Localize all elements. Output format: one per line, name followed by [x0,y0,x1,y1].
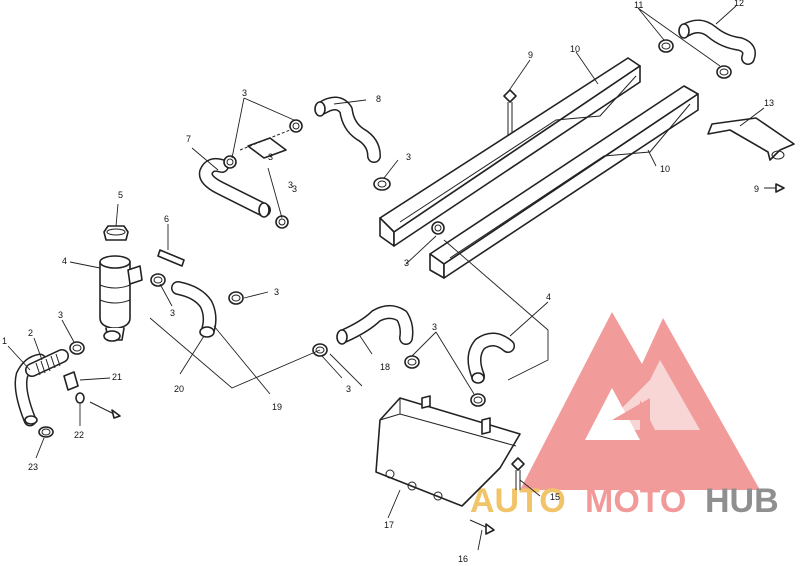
callout-11: 11 [634,0,643,10]
callout-3: 3 [242,88,247,98]
hose-18 [336,305,414,345]
callout-3: 3 [432,322,437,332]
clamp-3-c [228,291,244,305]
clamp-3-a [69,341,85,355]
clamp-3-g [373,177,391,191]
clamp-3-f [289,119,303,133]
callout-13: 13 [764,98,774,108]
hose-4 [467,332,515,384]
hose-12 [678,19,756,65]
callout-3: 3 [274,287,279,297]
callout-20: 20 [174,384,184,394]
callout-12: 12 [734,0,744,8]
callout-4: 4 [62,256,67,266]
callout-labels: 1 2 3 3 3 3 3 3 3 3 3 3 3 4 4 5 6 7 8 9 … [2,0,774,564]
callout-22: 22 [74,430,84,440]
callout-3: 3 [288,180,293,190]
clamp-11-a [658,39,674,53]
oil-tank-4 [99,255,143,342]
watermark-hub: HUB [705,482,779,520]
bolt-16 [469,519,495,535]
callout-10: 10 [570,44,580,54]
callout-2: 2 [28,328,33,338]
heat-shield-17 [375,395,521,507]
callout-21: 21 [112,372,122,382]
callout-6: 6 [164,214,169,224]
clamp-3-e [275,215,289,229]
hose-20 [171,281,217,338]
bracket-13 [707,117,795,161]
callout-19: 19 [272,402,282,412]
clamp-23 [38,426,54,438]
corrugated-hose-2 [25,349,69,377]
callout-4: 4 [546,292,551,302]
automotohub-logo [520,312,760,490]
callout-3: 3 [292,184,297,194]
fitting-21 [63,371,79,391]
callout-15: 15 [550,492,560,502]
bolt-9-right [764,183,785,193]
callout-9: 9 [754,184,759,194]
clamp-3-h [431,221,445,235]
watermark-moto: MOTO [585,482,686,520]
clamp-11-b [716,65,732,79]
callout-16: 16 [458,554,468,564]
callout-3: 3 [58,310,63,320]
callout-3: 3 [268,152,273,162]
hose-8 [314,96,381,163]
callout-7: 7 [186,134,191,144]
heat-exchanger-10-lower [429,85,699,279]
callout-3: 3 [170,308,175,318]
callout-3: 3 [346,384,351,394]
callout-9: 9 [528,50,533,60]
hose-7 [198,157,271,218]
callout-3: 3 [406,152,411,162]
clamp-3-j [404,355,420,369]
clamp-3-k [470,393,486,407]
heat-exchanger-10-upper [379,57,641,247]
callout-1: 1 [2,336,7,346]
callout-3: 3 [404,258,409,268]
callout-5: 5 [118,190,123,200]
dipstick-6 [157,249,185,267]
callout-8: 8 [376,94,381,104]
callout-17: 17 [384,520,394,530]
connector-tee [239,129,291,159]
leader-lines [7,5,765,551]
cap-5 [103,225,129,241]
callout-23: 23 [28,462,38,472]
callout-18: 18 [380,362,390,372]
clamp-3-d [223,155,237,169]
callout-10: 10 [660,164,670,174]
grommet-22 [75,392,121,419]
clamp-3-b [150,273,166,287]
watermark-auto: AUTO [470,482,566,520]
